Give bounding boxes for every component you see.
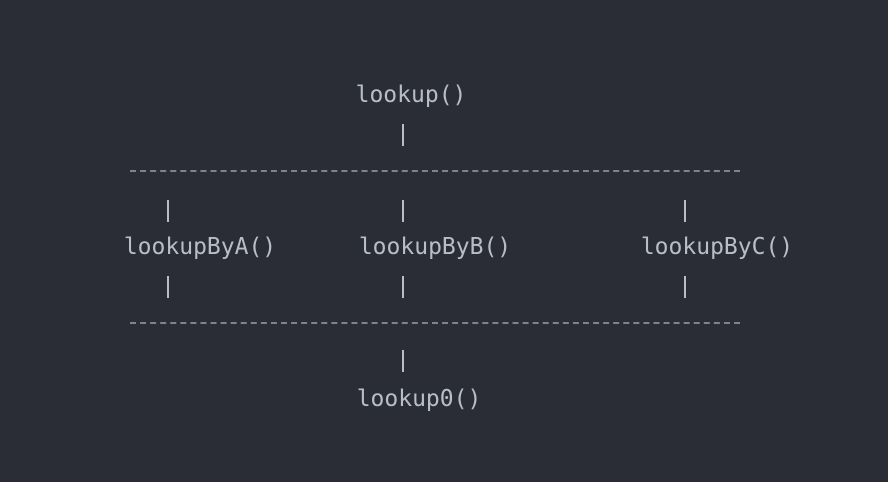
- node-lookup-by-a: lookupByA(): [123, 234, 277, 260]
- connector-c-bottom: [684, 276, 686, 298]
- connector-a-top: [167, 200, 169, 222]
- node-lookup: lookup(): [355, 82, 467, 108]
- node-lookup0: lookup0(): [356, 386, 482, 412]
- connector-c-top: [684, 200, 686, 222]
- split-line-top: [130, 170, 740, 172]
- node-lookup-by-c: lookupByC(): [640, 234, 794, 260]
- merge-line-bottom: [130, 322, 740, 324]
- connector-top-down: [402, 124, 404, 146]
- connector-a-bottom: [167, 276, 169, 298]
- connector-b-bottom: [402, 276, 404, 298]
- connector-bottom-down: [402, 350, 404, 372]
- node-lookup-by-b: lookupByB(): [358, 234, 512, 260]
- connector-b-top: [402, 200, 404, 222]
